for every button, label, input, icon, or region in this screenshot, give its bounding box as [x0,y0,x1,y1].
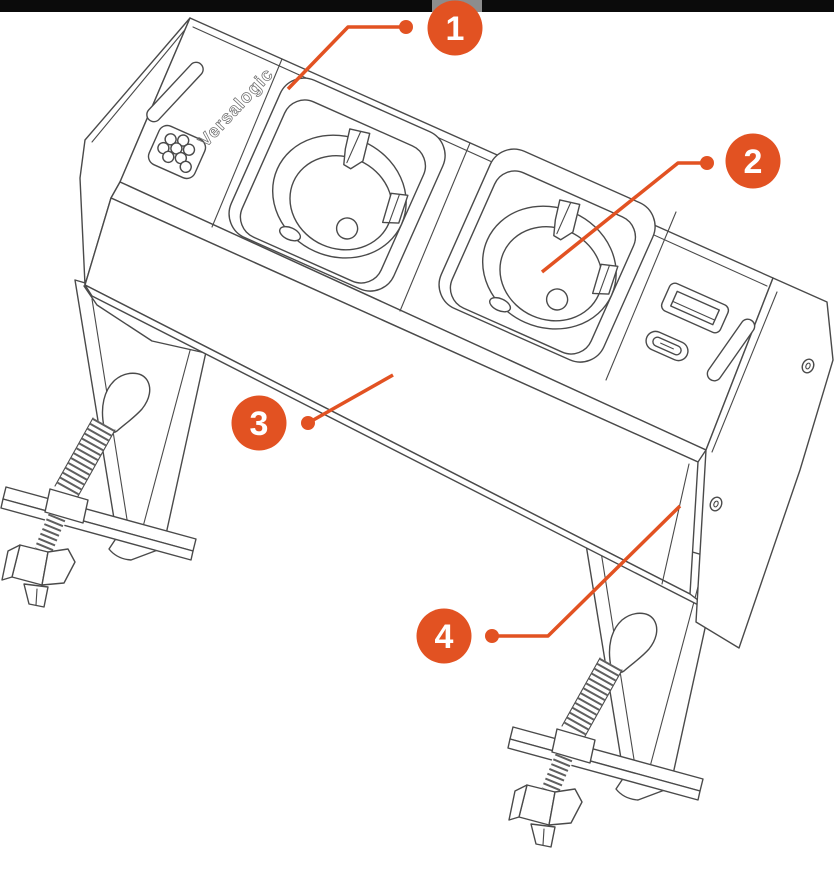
callout-1-circle [427,0,483,56]
callout-3-number: 3 [250,405,269,443]
callout-4-number: 4 [435,618,454,656]
end-cap-screw-2 [709,496,723,512]
end-cap-screw-1 [801,358,815,374]
callout-2-number: 2 [744,143,763,181]
brand-logo-icon [147,124,207,180]
callout-4: 4 [416,504,682,664]
callout-3: 3 [231,373,394,451]
outlet-2-earth-clip [553,199,581,241]
power-strip-body: Versalogic [79,17,834,649]
callout-3-dot [301,416,315,430]
callout-1: 1 [286,0,483,91]
callout-1-leader [286,25,406,91]
callout-4-circle [416,608,472,664]
schuko-outlet-2 [438,148,656,363]
right-end-cap [695,277,834,649]
top-bar [0,0,834,12]
callout-4-leader [492,504,682,638]
outlet-1-side-clip [381,192,409,224]
callout-2: 2 [540,133,781,274]
callout-3-leader [307,373,394,425]
outlet-1-earth-clip [343,128,371,170]
usb-a-port [660,282,730,334]
cable-slot-right [706,318,756,382]
callout-1-dot [399,20,413,34]
outlet-2-side-clip [591,263,619,295]
schuko-outlet-1 [228,77,446,292]
cable-slot-left [146,61,204,123]
callout-2-dot [700,156,714,170]
usb-c-port [645,330,689,362]
callout-3-circle [231,395,287,451]
callout-2-leader [540,161,707,274]
callout-4-dot [485,629,499,643]
callout-2-circle [725,133,781,189]
callout-1-number: 1 [446,10,465,48]
